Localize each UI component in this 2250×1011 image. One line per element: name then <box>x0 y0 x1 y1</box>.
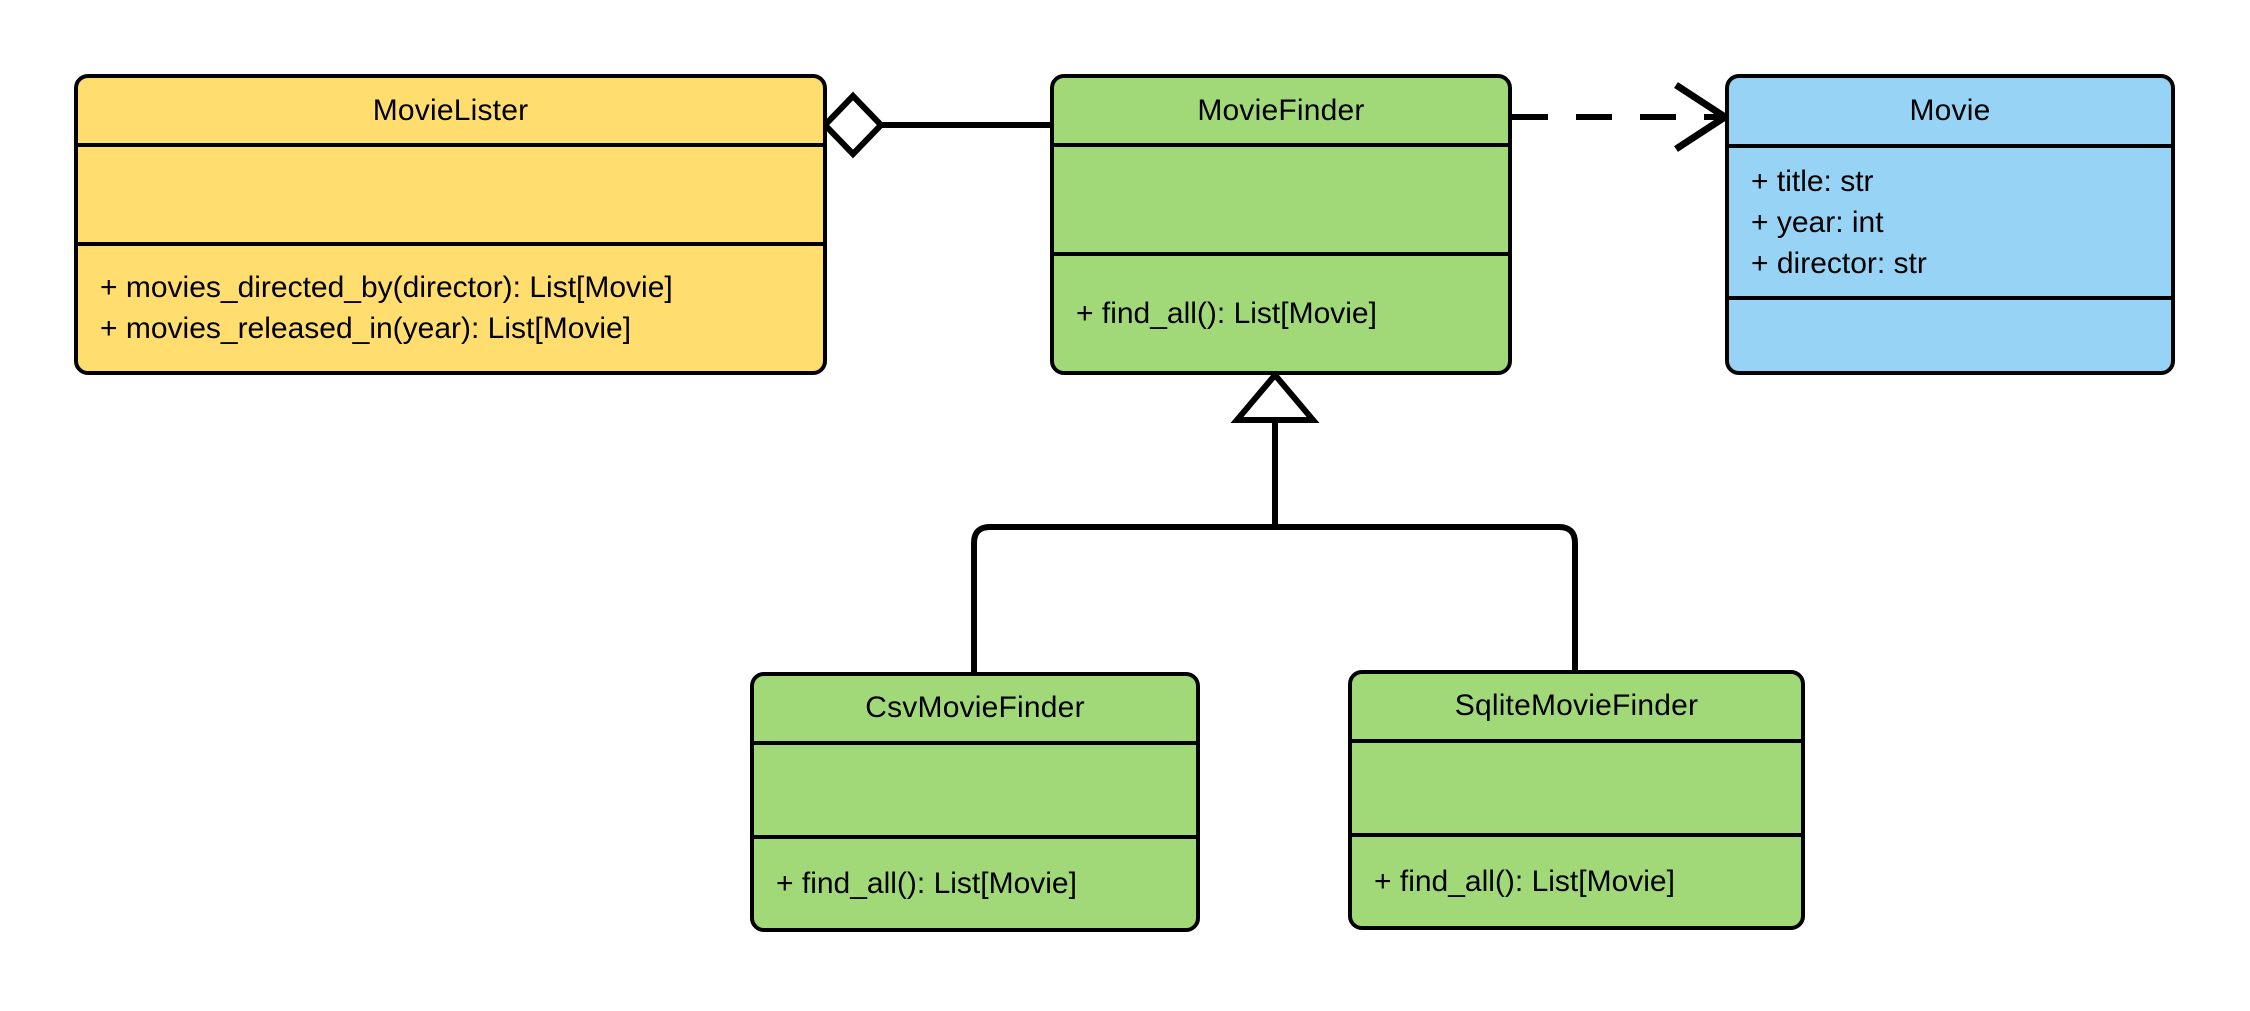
class-box-movie-finder[interactable]: MovieFinder + find_all(): List[Movie] <box>1050 74 1512 375</box>
attributes-compartment-sqlite-movie-finder <box>1352 738 1801 834</box>
attributes-compartment-csv-movie-finder <box>754 740 1196 836</box>
relationship-generalization-tree[interactable] <box>971 370 1578 672</box>
methods-compartment-movie-lister: + movies_directed_by(director): List[Mov… <box>78 241 823 371</box>
class-box-sqlite-movie-finder[interactable]: SqliteMovieFinder + find_all(): List[Mov… <box>1348 670 1805 930</box>
open-arrow-marker <box>1674 82 1732 152</box>
attribute-item: + year: int <box>1751 205 1884 239</box>
generalization-branch-sqlite <box>1275 524 1578 670</box>
class-name-movie: Movie <box>1909 94 1991 128</box>
attribute-item: + title: str <box>1751 164 1874 198</box>
class-name-movie-finder: MovieFinder <box>1197 93 1365 127</box>
method-item: + find_all(): List[Movie] <box>1374 865 1675 899</box>
method-item: + find_all(): List[Movie] <box>776 867 1077 901</box>
attributes-compartment-movie: + title: str + year: int + director: str <box>1729 144 2171 296</box>
attributes-compartment-movie-finder <box>1054 143 1508 252</box>
hollow-diamond-marker <box>820 91 886 159</box>
attribute-item: + director: str <box>1751 246 1927 280</box>
class-box-movie[interactable]: Movie + title: str + year: int + directo… <box>1725 74 2175 375</box>
class-box-movie-lister[interactable]: MovieLister + movies_directed_by(directo… <box>74 74 827 375</box>
class-box-csv-movie-finder[interactable]: CsvMovieFinder + find_all(): List[Movie] <box>750 672 1200 932</box>
methods-compartment-csv-movie-finder: + find_all(): List[Movie] <box>754 835 1196 928</box>
hollow-triangle-marker <box>1230 370 1320 423</box>
class-name-movie-lister: MovieLister <box>372 93 529 127</box>
relationship-aggregation-lister-finder[interactable] <box>820 91 1050 159</box>
methods-compartment-movie <box>1729 295 2171 371</box>
attributes-compartment-movie-lister <box>78 143 823 242</box>
method-item: + find_all(): List[Movie] <box>1076 296 1377 330</box>
methods-compartment-movie-finder: + find_all(): List[Movie] <box>1054 251 1508 371</box>
methods-compartment-sqlite-movie-finder: + find_all(): List[Movie] <box>1352 833 1801 926</box>
method-item: + movies_directed_by(director): List[Mov… <box>100 271 673 305</box>
class-name-sqlite-movie-finder: SqliteMovieFinder <box>1454 689 1699 723</box>
method-item: + movies_released_in(year): List[Movie] <box>100 312 632 346</box>
generalization-branch-csv <box>971 524 1275 672</box>
relationship-dependency-finder-movie[interactable] <box>1512 82 1732 152</box>
class-name-csv-movie-finder: CsvMovieFinder <box>865 691 1085 725</box>
